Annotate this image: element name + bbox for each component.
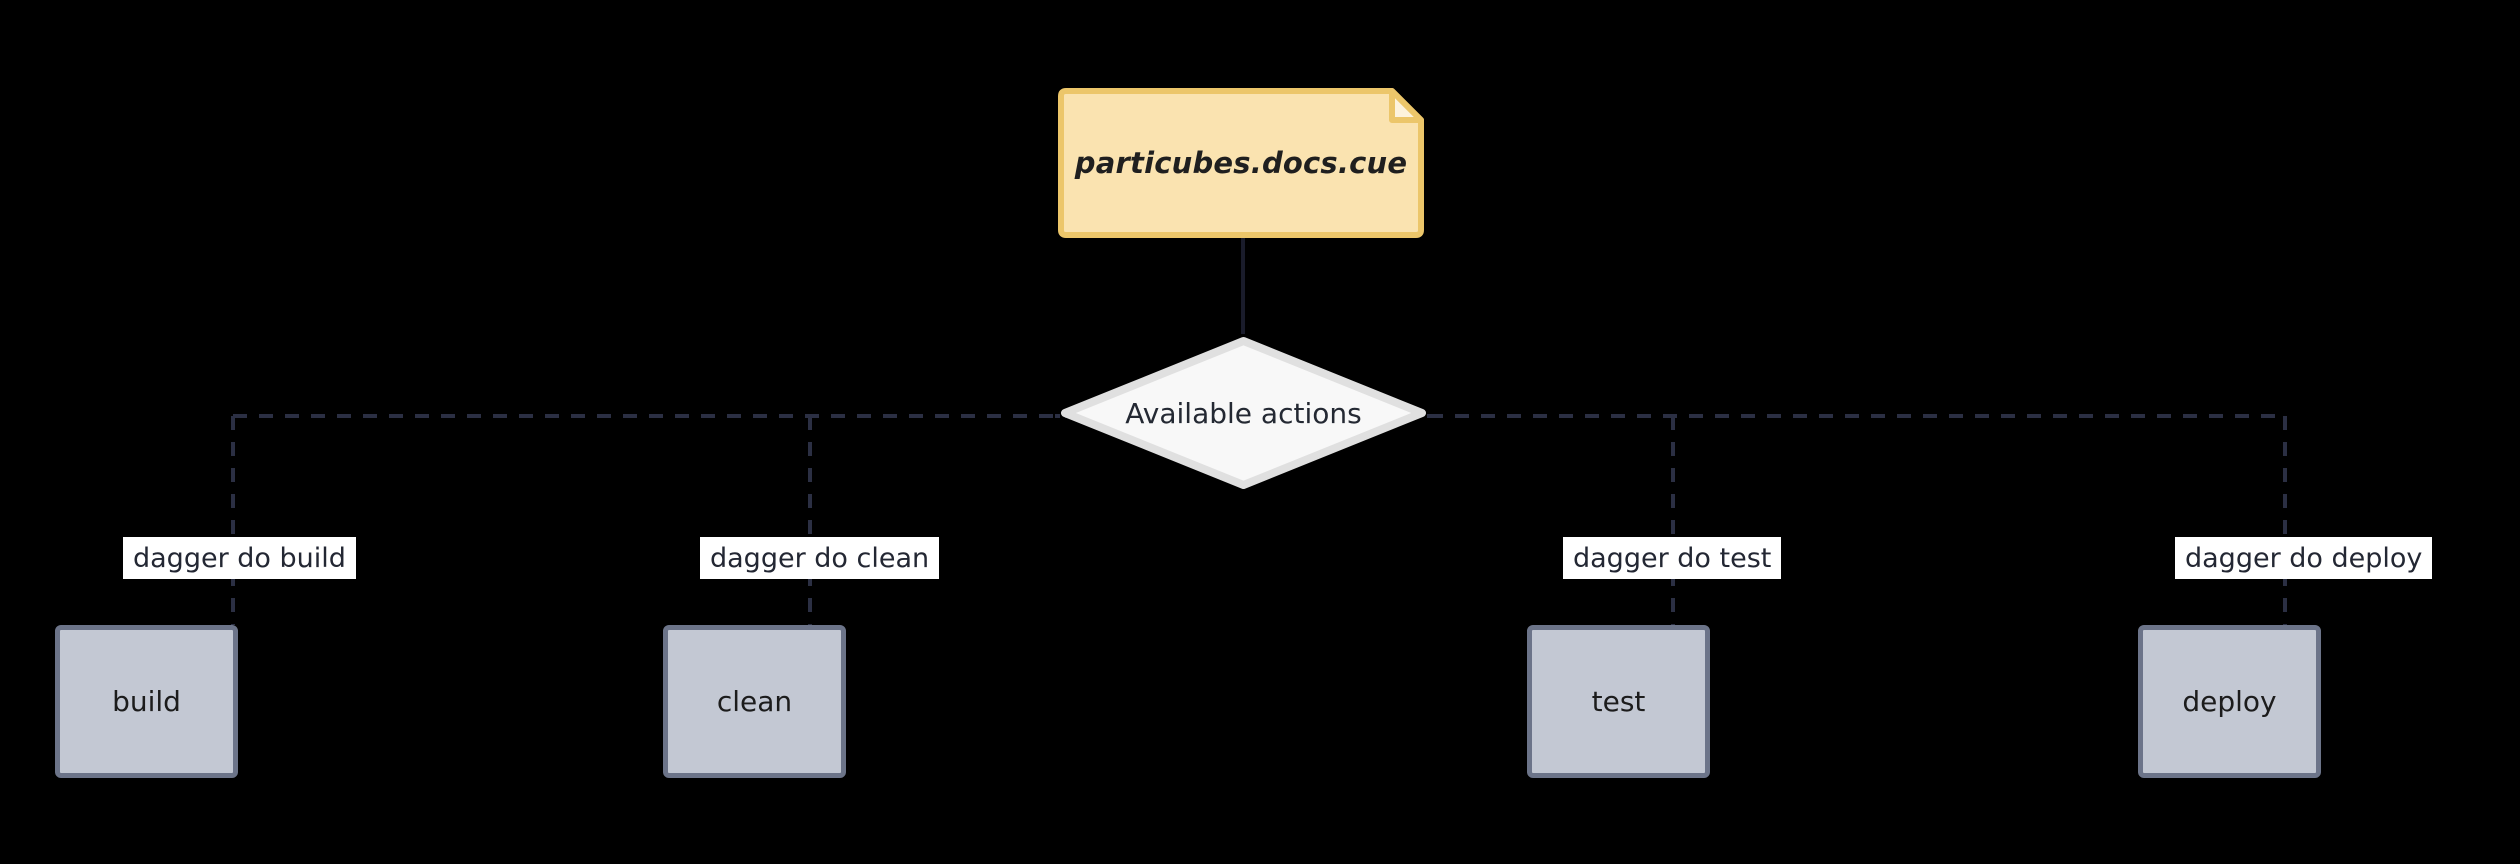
- edge-label-test: dagger do test: [1563, 537, 1782, 579]
- action-node-clean[interactable]: clean: [663, 625, 846, 778]
- edge-label-clean: dagger do clean: [700, 537, 940, 579]
- decision-label: Available actions: [1125, 396, 1362, 430]
- edge-label-deploy-text: dagger do deploy: [2185, 542, 2423, 574]
- action-label-test: test: [1591, 685, 1646, 718]
- edge-label-build-text: dagger do build: [133, 542, 346, 574]
- action-label-build: build: [112, 685, 181, 718]
- note-label: particubes.docs.cue: [1074, 146, 1408, 180]
- action-label-deploy: deploy: [2182, 685, 2277, 718]
- edge-label-deploy: dagger do deploy: [2175, 537, 2433, 579]
- decision-node-available-actions[interactable]: Available actions: [1060, 336, 1427, 490]
- edge-label-test-text: dagger do test: [1573, 542, 1772, 574]
- action-label-clean: clean: [716, 685, 793, 718]
- action-node-build[interactable]: build: [55, 625, 238, 778]
- edge-label-build: dagger do build: [123, 537, 356, 579]
- diamond-shape: [1061, 337, 1426, 489]
- edge-label-clean-text: dagger do clean: [710, 542, 930, 574]
- action-node-deploy[interactable]: deploy: [2138, 625, 2321, 778]
- note-node-particubes-docs-cue[interactable]: particubes.docs.cue: [1058, 88, 1424, 238]
- note-shape: [1058, 88, 1424, 238]
- action-node-test[interactable]: test: [1527, 625, 1710, 778]
